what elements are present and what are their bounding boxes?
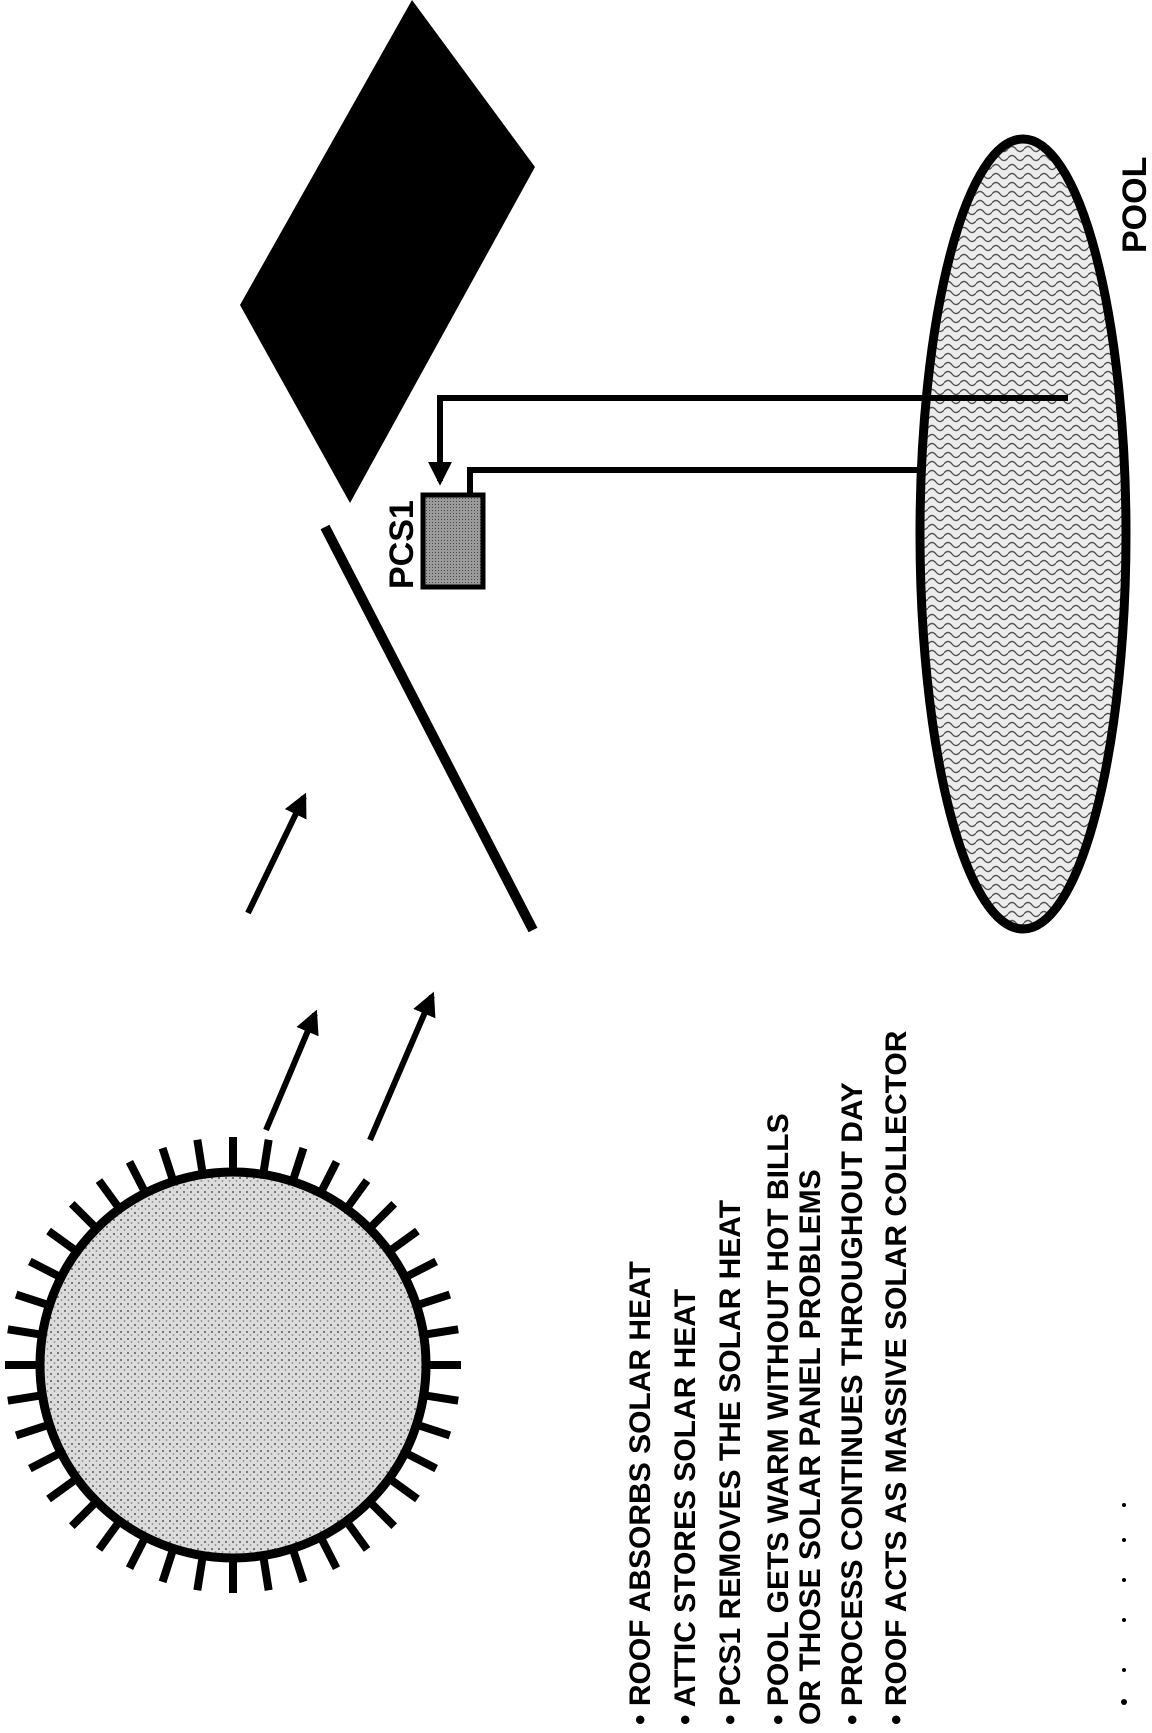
sun-spike: [372, 1204, 395, 1227]
sun-spike: [99, 1524, 118, 1550]
sun-spike: [372, 1504, 395, 1527]
sun-spike: [129, 1162, 144, 1191]
sun-spike: [322, 1162, 337, 1191]
sun-spike: [49, 1231, 75, 1250]
pool-label: POOL: [1116, 157, 1152, 253]
sun-spike: [348, 1524, 367, 1550]
heat-ray-arrow-icon: [370, 996, 432, 1140]
sun-spike: [16, 1295, 46, 1305]
sun-spike: [264, 1559, 269, 1591]
sun-spike: [197, 1140, 202, 1172]
bullet-line: • PROCESS CONTINUES THROUGHOUT DAY: [836, 1082, 869, 1725]
sun-spike: [163, 1551, 173, 1581]
sun-icon: [5, 1137, 461, 1593]
sun-spike: [408, 1454, 437, 1469]
heat-ray-arrow-icon: [248, 797, 304, 913]
sun-spike: [419, 1295, 449, 1305]
bullet-line: OR THOSE SOLAR PANEL PROBLEMS: [794, 1169, 827, 1725]
sun-spike: [49, 1480, 75, 1499]
footer-dots: [1121, 1503, 1127, 1705]
sun-spike: [348, 1181, 367, 1207]
pcs1-label: PCS1: [383, 500, 421, 589]
sun-spike: [392, 1480, 418, 1499]
bullet-line: • ROOF ACTS AS MASSIVE SOLAR COLLECTOR: [880, 1030, 913, 1725]
sun-spike: [99, 1181, 118, 1207]
bullet-line: • PCS1 REMOVES THE SOLAR HEAT: [714, 1200, 747, 1725]
sun-spike: [8, 1329, 40, 1334]
sun-spike: [322, 1540, 337, 1569]
sun-spike: [294, 1551, 304, 1581]
bullet-list: • ROOF ABSORBS SOLAR HEAT • ATTIC STORES …: [624, 1030, 913, 1725]
sun-spike: [264, 1140, 269, 1172]
sun-spike: [294, 1148, 304, 1178]
pcs1-unit-icon: [423, 495, 483, 587]
bullet-line: • POOL GETS WARM WITHOUT HOT BILLS: [762, 1113, 795, 1725]
sun-spike: [197, 1559, 202, 1591]
sun-spike: [163, 1148, 173, 1178]
heat-ray-arrow-icon: [266, 1014, 315, 1130]
sun-spike: [129, 1540, 144, 1569]
sun-disc: [40, 1172, 426, 1558]
sun-spike: [419, 1426, 449, 1436]
sun-spike: [72, 1204, 95, 1227]
roof-icon: [240, 0, 535, 930]
roof-black-panel: [240, 0, 535, 503]
sun-spike: [408, 1261, 437, 1276]
sun-spike: [427, 1329, 459, 1334]
pool-ellipse: [920, 139, 1126, 929]
sun-spike: [16, 1426, 46, 1436]
pool-icon: [920, 139, 1126, 929]
bullet-line: • ROOF ABSORBS SOLAR HEAT: [624, 1261, 657, 1725]
sun-spike: [427, 1396, 459, 1401]
sun-spike: [392, 1231, 418, 1250]
heat-rays: [248, 797, 432, 1140]
sun-spike: [30, 1261, 59, 1276]
sun-spike: [30, 1454, 59, 1469]
sun-spike: [72, 1504, 95, 1527]
sun-spike: [8, 1396, 40, 1401]
pcs1-box: [423, 495, 483, 587]
bullet-line: • ATTIC STORES SOLAR HEAT: [669, 1289, 702, 1725]
